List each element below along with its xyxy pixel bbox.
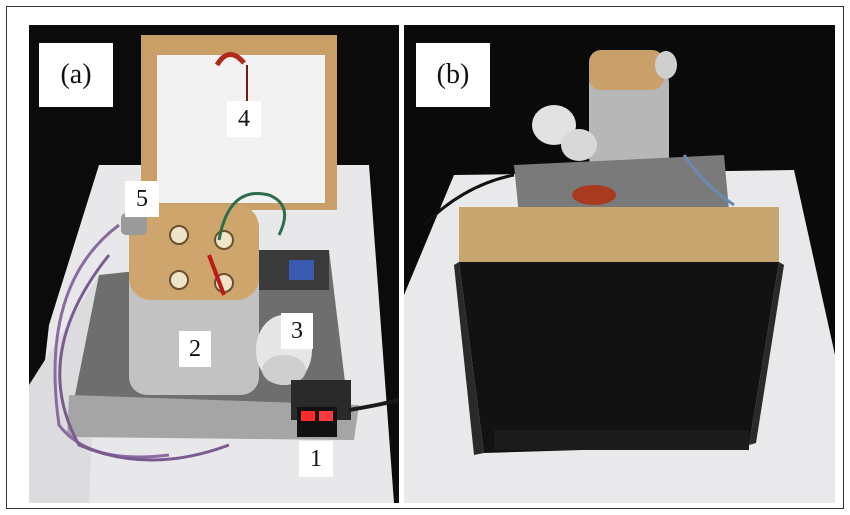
photo-panel-b: (b) — [404, 25, 835, 503]
figure-frame: (a) 1 2 3 4 5 — [6, 6, 844, 509]
panel-tag-b: (b) — [416, 43, 490, 107]
callout-5: 5 — [125, 181, 159, 217]
photo-panel-a: (a) 1 2 3 4 5 — [29, 25, 399, 503]
callout-2: 2 — [179, 331, 211, 367]
callout-1: 1 — [299, 441, 333, 477]
panel-tag-a: (a) — [39, 43, 113, 107]
callout-4: 4 — [227, 101, 261, 137]
photo-b-illustration — [404, 50, 835, 503]
callout-3: 3 — [281, 313, 313, 349]
